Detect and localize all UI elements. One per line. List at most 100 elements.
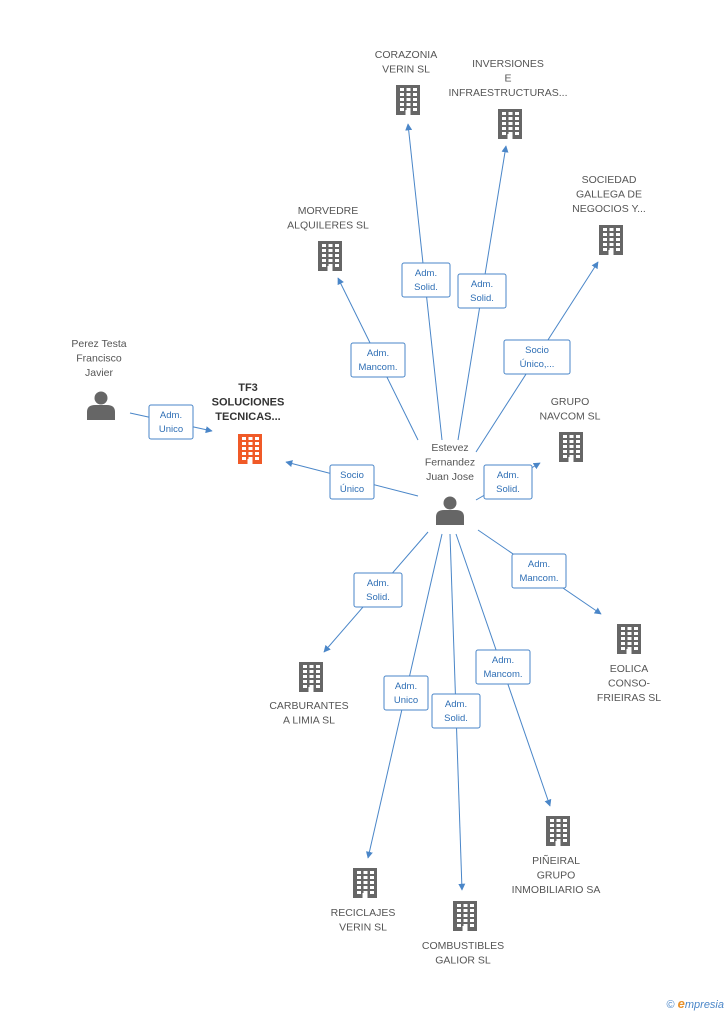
node-label: SOLUCIONES (212, 397, 285, 409)
edge-role-box (431, 693, 481, 729)
edge-role-badge[interactable]: SocioÚnico,... (503, 339, 571, 375)
building-icon (318, 241, 342, 271)
edge-role-box (457, 273, 507, 309)
edge-role-text: Adm. (367, 578, 389, 589)
edge-role-badge[interactable]: Adm. Solid. (457, 273, 507, 309)
node-label: SOCIEDAD (582, 174, 637, 186)
edge-role-box (503, 339, 571, 375)
brand-logo-text: mpresia (684, 999, 724, 1011)
edge-role-badge[interactable]: Adm.Solid. (483, 464, 533, 500)
edge-estevez-morvedre: Adm. Mancom. (337, 277, 419, 441)
building-icon (238, 434, 262, 464)
edge-estevez-inversiones: Adm. Solid. (457, 145, 509, 441)
node-sociedad[interactable]: SOCIEDAD GALLEGA DE NEGOCIOS Y... (572, 174, 646, 255)
edge-role-text: Solid. (414, 282, 438, 293)
node-label: INFRAESTRUCTURAS... (448, 87, 567, 99)
building-icon (498, 109, 522, 139)
edge-role-text: Unico (159, 424, 183, 435)
edge-role-text: Mancom. (483, 669, 522, 680)
edge-role-text: Unico (394, 695, 418, 706)
person-icon (87, 391, 115, 420)
edge-role-text: Mancom. (519, 573, 558, 584)
node-label: Francisco (76, 353, 122, 365)
node-label: GALLEGA DE (576, 189, 642, 201)
edge-role-badge[interactable]: Adm.Solid. (401, 262, 451, 298)
edge-role-text: Mancom. (358, 362, 397, 373)
node-label: A LIMIA SL (283, 715, 335, 727)
node-label: GRUPO (537, 870, 576, 882)
node-morvedre[interactable]: MORVEDRE ALQUILERES SL (287, 205, 369, 271)
node-label: Perez Testa (71, 338, 126, 350)
edge-role-text: Adm. (492, 655, 514, 666)
edge-role-box (511, 553, 567, 589)
node-inversiones[interactable]: INVERSIONESEINFRAESTRUCTURAS... (448, 58, 568, 139)
brand-logo-letter: e (677, 996, 685, 1011)
node-combustibles[interactable]: COMBUSTIBLES GALIOR SL (422, 901, 504, 967)
edge-role-badge[interactable]: Adm. Mancom. (350, 342, 406, 378)
edge-role-badge[interactable]: Adm. Unico (148, 404, 194, 440)
edge-role-badge[interactable]: Adm. Solid. (353, 572, 403, 608)
node-label: GALIOR SL (435, 955, 491, 967)
edge-role-text: Solid. (366, 592, 390, 603)
edge-estevez-reciclajes: Adm. Unico (365, 533, 443, 859)
node-label: E (504, 73, 511, 85)
edge-role-badge[interactable]: Adm. Mancom. (475, 649, 531, 685)
node-label: NAVCOM SL (539, 411, 600, 423)
building-icon (453, 901, 477, 931)
node-label: TF3 (238, 382, 258, 394)
edge-role-text: Adm. (471, 279, 493, 290)
node-label: CARBURANTES (269, 700, 348, 712)
edge-role-text: Único,... (520, 359, 555, 370)
node-carburantes[interactable]: CARBURANTES A LIMIA SL (269, 662, 349, 727)
node-label: MORVEDRE (298, 205, 358, 217)
node-label: COMBUSTIBLES (422, 940, 504, 952)
node-label: GRUPO (551, 396, 590, 408)
node-label: TECNICAS... (215, 411, 280, 423)
edge-role-badge[interactable]: Adm. Solid. (431, 693, 481, 729)
building-icon (353, 868, 377, 898)
building-icon (617, 624, 641, 654)
edge-role-badge[interactable]: Adm. Mancom. (511, 553, 567, 589)
edge-role-box (350, 342, 406, 378)
node-label: ALQUILERES SL (287, 220, 369, 232)
edge-role-text: Adm. (445, 699, 467, 710)
node-label: FRIEIRAS SL (597, 692, 661, 704)
edge-role-badge[interactable]: Adm. Unico (383, 675, 429, 711)
edge-role-box (353, 572, 403, 608)
node-label: CORAZONIA (375, 49, 437, 61)
edge-role-text: Adm. (160, 410, 182, 421)
node-label: VERIN SL (339, 922, 387, 934)
edge-role-text: Adm. (395, 681, 417, 692)
node-corazonia[interactable]: CORAZONIA VERIN SL (375, 49, 437, 115)
edge-role-text: Solid. (470, 293, 494, 304)
building-icon (299, 662, 323, 692)
node-reciclajes[interactable]: RECICLAJES VERIN SL (331, 868, 396, 934)
edge-role-box (401, 262, 451, 298)
person-icon (436, 496, 464, 525)
node-label: VERIN SL (382, 64, 430, 76)
building-icon (396, 85, 420, 115)
building-icon (599, 225, 623, 255)
node-label: NEGOCIOS Y... (572, 203, 646, 215)
node-label: PIÑEIRAL (532, 854, 580, 867)
edge-role-box (483, 464, 533, 500)
edge-role-text: Adm. (367, 348, 389, 359)
node-navcom[interactable]: GRUPO NAVCOM SL (539, 396, 601, 462)
footer-brand: © empresia (666, 996, 724, 1011)
node-label: Fernandez (425, 457, 475, 469)
edge-estevez-pineiral: Adm. Mancom. (455, 533, 552, 807)
edge-role-text: Adm. (497, 470, 519, 481)
edge-estevez-sociedad: SocioÚnico,... (475, 261, 599, 453)
node-label: RECICLAJES (331, 907, 396, 919)
edge-role-text: Solid. (444, 713, 468, 724)
edge-role-text: Único (340, 484, 364, 495)
edge-role-text: Adm. (528, 559, 550, 570)
